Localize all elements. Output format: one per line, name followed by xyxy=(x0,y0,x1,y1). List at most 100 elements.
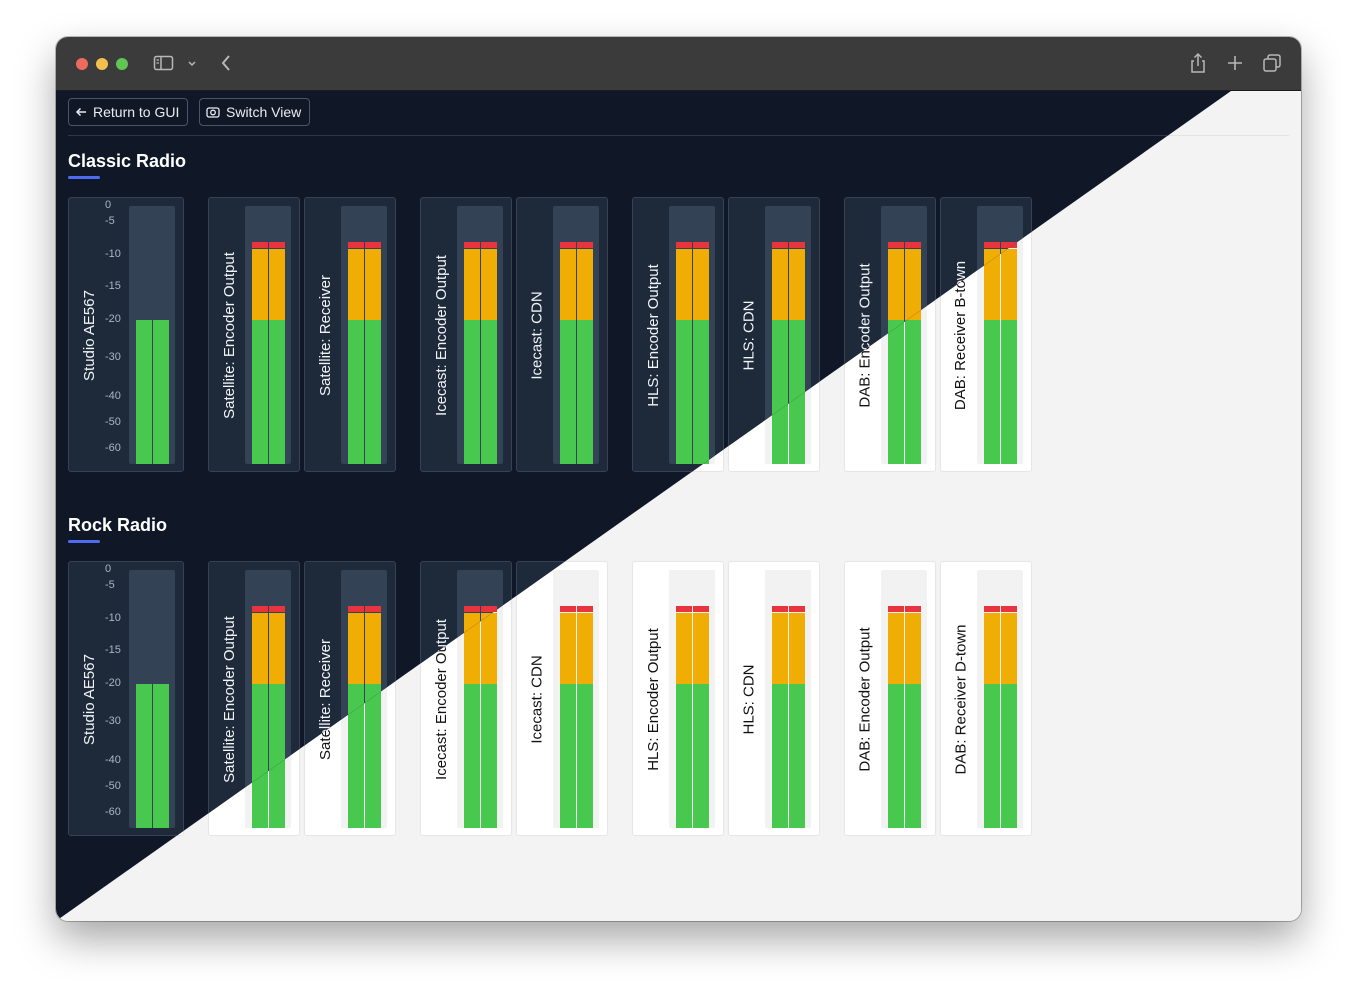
left-channel-yellow-bar xyxy=(464,613,480,684)
right-channel-green-bar xyxy=(1001,319,1017,464)
left-channel-yellow-bar xyxy=(348,613,364,684)
browser-window: Return to GUI Switch View Classic RadioS… xyxy=(56,37,1301,921)
meter-label: HLS: Encoder Output xyxy=(644,263,662,407)
scale-tick-label: -50 xyxy=(105,415,121,428)
output-meter-card[interactable]: HLS: Encoder Output xyxy=(632,197,724,472)
meter-label-wrap: Satellite: Encoder Output xyxy=(217,206,241,464)
meter-label: Satellite: Receiver xyxy=(316,274,334,396)
left-channel-red-bar xyxy=(464,241,480,249)
scale-tick-label: -20 xyxy=(105,676,121,689)
switch-view-button[interactable]: Switch View xyxy=(199,98,311,126)
right-channel-yellow-bar xyxy=(693,249,709,320)
left-channel-yellow-bar xyxy=(252,249,268,320)
left-channel-red-bar xyxy=(772,605,788,613)
output-meter-card[interactable]: Icecast: Encoder Output xyxy=(420,197,512,472)
left-channel-red-bar xyxy=(984,241,1000,249)
left-channel-green-bar xyxy=(772,683,788,828)
left-channel-green-bar xyxy=(464,683,480,828)
toolbar-divider xyxy=(68,135,1231,136)
scale-tick-label: -60 xyxy=(105,441,121,454)
right-channel-green-bar xyxy=(269,319,285,464)
meter-label-wrap: Satellite: Receiver xyxy=(313,206,337,464)
left-channel-red-bar xyxy=(888,241,904,249)
right-channel-red-bar xyxy=(269,241,285,249)
right-channel-yellow-bar xyxy=(905,249,921,320)
output-meter-card[interactable]: Icecast: Encoder Output xyxy=(420,561,512,836)
chevron-down-icon[interactable] xyxy=(186,51,198,80)
meter-track xyxy=(881,570,927,828)
sidebar-toggle-icon[interactable] xyxy=(153,51,175,80)
scale-tick-label: -40 xyxy=(105,753,121,766)
group-title-underline xyxy=(68,540,100,543)
output-meter-card[interactable]: HLS: Encoder Output xyxy=(632,561,724,836)
close-window-button[interactable] xyxy=(76,58,88,70)
scale-tick-label: -20 xyxy=(105,312,121,325)
meter-label: DAB: Receiver D-town xyxy=(952,623,970,775)
meter-track xyxy=(341,206,387,464)
left-channel-yellow-bar xyxy=(560,249,576,320)
meter-label-wrap: HLS: Encoder Output xyxy=(641,570,665,828)
meter-label: HLS: CDN xyxy=(740,663,758,735)
scale-tick-label: -15 xyxy=(105,644,121,656)
meter-label: Icecast: CDN xyxy=(528,654,546,744)
new-tab-icon[interactable] xyxy=(1226,51,1244,80)
arrow-left-icon xyxy=(75,107,86,117)
scale-tick-label: -15 xyxy=(105,280,121,292)
meter-label-wrap: DAB: Encoder Output xyxy=(853,570,877,828)
left-channel-green-bar xyxy=(252,319,268,464)
output-meter-card[interactable]: HLS: CDN xyxy=(728,561,820,836)
meter-label: Satellite: Encoder Output xyxy=(220,615,238,783)
left-channel-green-bar xyxy=(348,683,364,828)
output-meter-card[interactable]: DAB: Encoder Output xyxy=(844,561,936,836)
left-channel-red-bar xyxy=(464,605,480,613)
left-channel-yellow-bar xyxy=(888,249,904,320)
maximize-window-button[interactable] xyxy=(116,58,128,70)
right-channel-red-bar xyxy=(481,241,497,249)
tab-overview-icon[interactable] xyxy=(1262,51,1282,80)
meter-label-wrap: HLS: Encoder Output xyxy=(641,206,665,464)
meter-label-wrap: Icecast: CDN xyxy=(525,206,549,464)
left-channel-yellow-bar xyxy=(348,249,364,320)
meter-label-wrap: HLS: CDN xyxy=(737,206,761,464)
right-channel-green-bar xyxy=(905,683,921,828)
right-channel-green-bar xyxy=(905,319,921,464)
group-title: Rock Radio xyxy=(68,515,168,535)
left-channel-green-bar xyxy=(676,683,692,828)
right-channel-red-bar xyxy=(905,605,921,613)
right-channel-red-bar xyxy=(1001,605,1017,613)
left-channel-red-bar xyxy=(252,241,268,249)
left-channel-green-bar xyxy=(136,319,152,464)
left-channel-yellow-bar xyxy=(984,613,1000,684)
output-meter-card[interactable]: DAB: Receiver D-town xyxy=(940,561,1032,836)
right-channel-yellow-bar xyxy=(269,249,285,320)
output-meter-card[interactable]: Icecast: CDN xyxy=(516,561,608,836)
output-meter-card[interactable]: Icecast: CDN xyxy=(516,197,608,472)
right-channel-yellow-bar xyxy=(365,249,381,320)
group-title: Classic Radio xyxy=(68,151,187,171)
return-to-gui-button[interactable]: Return to GUI xyxy=(68,98,189,126)
output-meter-card[interactable]: Satellite: Receiver xyxy=(304,197,396,472)
right-channel-yellow-bar xyxy=(1001,249,1017,320)
right-channel-yellow-bar xyxy=(1001,613,1017,684)
meter-track xyxy=(553,570,599,828)
output-meter-card[interactable]: Satellite: Encoder Output xyxy=(208,197,300,472)
minimize-window-button[interactable] xyxy=(96,58,108,70)
back-icon[interactable] xyxy=(218,51,234,80)
meter-label-wrap: Studio AE567 xyxy=(77,570,101,828)
meter-label-wrap: Icecast: Encoder Output xyxy=(429,206,453,464)
share-icon[interactable] xyxy=(1188,51,1208,80)
right-channel-red-bar xyxy=(905,241,921,249)
right-channel-green-bar xyxy=(693,319,709,464)
left-channel-red-bar xyxy=(560,605,576,613)
right-channel-green-bar xyxy=(577,319,593,464)
right-channel-green-bar xyxy=(481,683,497,828)
right-channel-red-bar xyxy=(577,241,593,249)
meter-track xyxy=(669,570,715,828)
left-channel-yellow-bar xyxy=(772,249,788,320)
scale-tick-label: -50 xyxy=(105,779,121,792)
right-channel-red-bar xyxy=(577,605,593,613)
right-channel-red-bar xyxy=(1001,241,1017,249)
left-channel-yellow-bar xyxy=(464,249,480,320)
